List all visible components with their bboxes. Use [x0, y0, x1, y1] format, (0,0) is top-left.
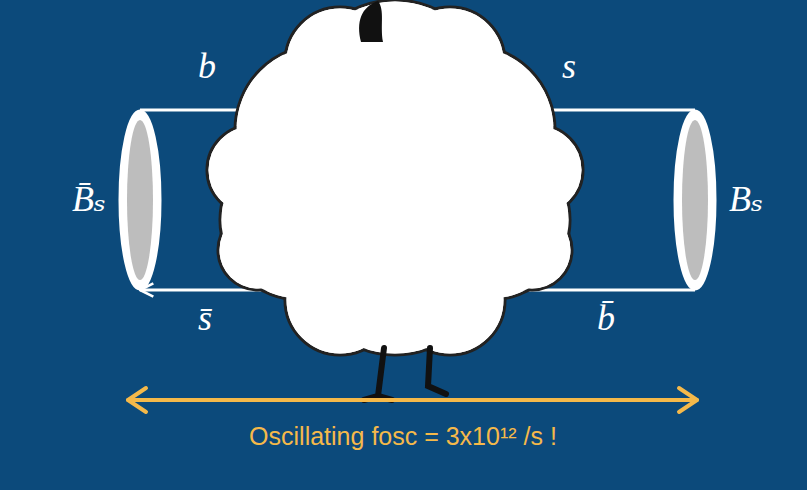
cloud-puff: [495, 127, 582, 214]
meson-ellipse: [673, 110, 717, 290]
meson-face: [127, 120, 153, 280]
meson-name: B̄ₛ: [72, 180, 106, 220]
meson-ellipse: [118, 110, 162, 290]
meson-rim: [675, 111, 715, 289]
meson-end: Bₛ: [673, 110, 717, 290]
label-anchor: Oscillating fosc = 3x10¹² /s !: [249, 422, 557, 451]
quark-label: s̄: [198, 298, 212, 339]
meson-face: [682, 120, 708, 280]
quark-label: s: [562, 46, 576, 87]
quark-label: b̄: [597, 298, 615, 339]
cloud-puff: [209, 127, 296, 214]
caption-note: Oscillating fosc = 3x10¹² /s !: [249, 422, 557, 451]
quark-label: b: [198, 46, 216, 87]
cloud-outline: [207, 0, 583, 355]
label-anchor: b̄: [597, 298, 615, 339]
cloud-puff: [397, 247, 504, 354]
meson-end: B̄ₛ: [118, 110, 162, 290]
label-anchor: b: [198, 46, 216, 87]
creature-legs: [364, 348, 446, 400]
creature-head: [359, 1, 383, 42]
cloud-puff: [494, 212, 571, 289]
label-anchor: s: [562, 46, 576, 87]
cloud-fill: [209, 2, 582, 354]
meson-name: Bₛ: [729, 180, 763, 220]
meson-rim: [120, 111, 160, 289]
cloud-puff: [397, 9, 504, 116]
cloud-puff: [220, 212, 297, 289]
label-anchor: s̄: [198, 298, 212, 339]
oscillation-arrow: [128, 388, 697, 412]
cloud-puff: [287, 247, 394, 354]
